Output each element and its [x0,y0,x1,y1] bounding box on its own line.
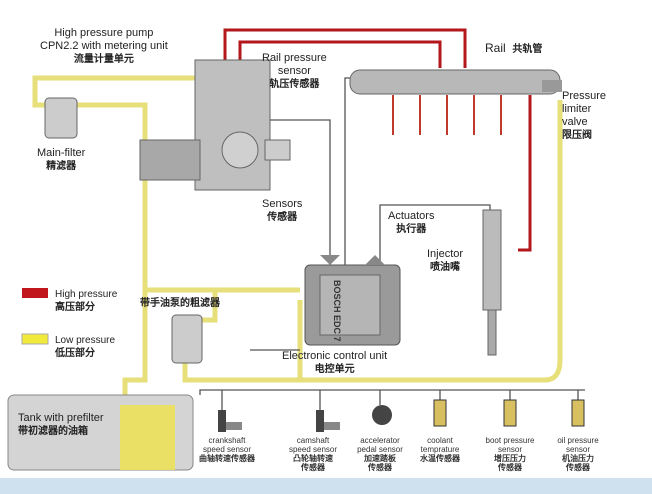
injector-cn: 喷油嘴 [430,262,461,273]
legend-low-cn: 低压部分 [55,348,95,359]
sensor-en2: sensor [497,445,522,454]
sensor-en2: speed sensor [288,445,338,454]
high-pressure-pump [139,59,291,191]
low-pressure-lines [32,59,563,470]
ecu-en: Electronic control unit [282,350,388,362]
injector-label: Injector 喷油嘴 [427,248,463,274]
prefilter [171,314,203,364]
rail-en: Rail [485,41,506,55]
injector-feed-arrows [392,95,502,135]
pump-label: High pressure pump CPN2.2 with metering … [40,27,168,66]
actuators-en: Actuators [388,210,435,222]
sensor-icons [218,399,585,432]
main-filter-cn: 精滤器 [46,161,77,172]
sensor-en1: crankshaft [208,436,246,445]
tank-label: Tank with prefilter 带初滤器的油箱 [18,412,104,438]
legend-low: Low pressure 低压部分 [55,334,115,360]
ecu-brand: BOSCH EDC 7 [332,280,342,342]
rail-cn: 共轨管 [512,44,543,55]
bottom-band [0,478,652,494]
ecu-arrows [320,255,385,265]
pressure-limiter-valve [542,80,562,92]
prefilter-label: 带手油泵的粗滤器 [140,298,220,309]
sensor-cn1: 凸轮轴转速 [293,454,333,463]
legend-swatch-low [21,333,49,345]
sensor-en2: speed sensor [202,445,252,454]
rail-pipe [349,69,561,95]
signal-wires [199,77,585,410]
sensor-cn2: 传感器 [368,463,392,472]
tank-en: Tank with prefilter [18,412,104,424]
pump-label-en1: High pressure pump [54,27,154,39]
sensor-en1: coolant [427,436,453,445]
actuators-cn: 执行器 [396,224,427,235]
main-filter-en: Main-filter [37,147,86,159]
legend-low-en: Low pressure [55,335,116,346]
limiter-en1: Pressure [562,90,607,102]
sensors-cn: 传感器 [267,212,298,223]
sensor-en1: oil pressure [557,436,599,445]
sensor-cn2: 传感器 [301,463,325,472]
main-filter [44,97,78,139]
legend-high-en: High pressure [55,289,118,300]
limiter-en2: limiter [562,103,592,115]
sensor-cn2: 传感器 [566,463,590,472]
sensor-cn1: 加速踏板 [364,454,396,463]
rail-sensor-cn: 轨压传感器 [269,79,320,90]
sensor-cn1: 水温传感器 [420,454,460,463]
legend-swatch-high [22,288,48,298]
sensor-en2: temprature [420,445,460,454]
sensor-en1: boot pressure [485,436,535,445]
rail-sensor-en1: Rail pressure [262,52,327,64]
sensor-en2: sensor [565,445,590,454]
sensor-cn1: 机油压力 [562,454,594,463]
injector-body [482,209,502,356]
ecu-label: Electronic control unit 电控单元 [282,350,387,376]
limiter-cn: 限压阀 [562,130,592,141]
limiter-en3: valve [562,116,588,128]
fuel-tank [7,394,194,471]
actuators-label: Actuators 执行器 [388,210,434,236]
sensors-en: Sensors [262,198,303,210]
sensor-en2: pedal sensor [357,445,403,454]
ecu-cn: 电控单元 [314,364,355,375]
high-pressure-lines [223,28,532,252]
ecu-box [304,264,401,346]
legend-high: High pressure 高压部分 [55,288,117,314]
legend-high-cn: 高压部分 [55,302,95,313]
injector-en: Injector [427,248,464,260]
rail-label: Rail 共轨管 [485,42,542,56]
sensor-en1: camshaft [296,436,330,445]
rail-sensor-en2: sensor [277,65,311,77]
tank-cn: 带初滤器的油箱 [18,426,88,437]
sensors-label: Sensors 传感器 [262,198,302,224]
sensor-cn2: 传感器 [498,463,522,472]
rail-sensor-label: Rail pressure sensor 轨压传感器 [262,52,327,91]
pump-label-en2: CPN2.2 with metering unit [40,40,168,52]
limiter-label: Pressure limiter valve 限压阀 [562,90,606,142]
sensor-en1: accelerator [360,436,400,445]
sensor-cn1: 增压压力 [494,454,526,463]
sensor-cn1: 曲轴转速传感器 [199,454,255,463]
pump-label-cn: 流量计量单元 [73,54,134,65]
main-filter-label: Main-filter 精滤器 [37,147,85,173]
